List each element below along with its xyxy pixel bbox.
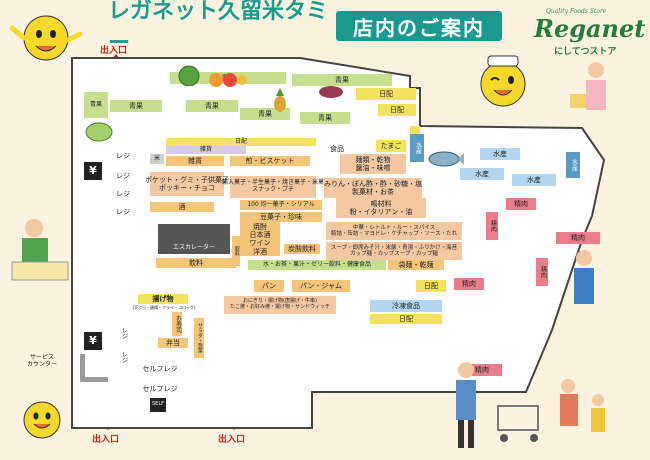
seafood-shelf-mid: 水産 — [460, 168, 504, 180]
fruit-illustration — [209, 73, 247, 87]
wine-shelf: ワイン — [240, 238, 280, 248]
bean-snacks-shelf: 豆菓子・珍味 — [240, 212, 322, 222]
sweet-potato-illustration — [319, 86, 343, 98]
fried-food-note: (天ぷら・唐揚・フライ・コロッケ) — [132, 304, 196, 310]
baking-shelf: 鳴材料 粉・イタリアン・油 — [336, 198, 426, 218]
sundries-strip: 雑貨 — [166, 146, 246, 154]
checkout-lane-4: レジ — [116, 207, 130, 216]
sushi-shelf: お寿司 — [172, 312, 182, 336]
bread-shelf: パン — [254, 280, 284, 292]
grocery-label: 食品 — [330, 144, 344, 153]
produce-shelf-3: 青果 — [292, 74, 392, 86]
service-counter-label: サービス カウンター — [26, 354, 57, 368]
seafood-shelf-right: 水産 — [566, 152, 580, 178]
produce-shelf-7: 青果 — [300, 112, 350, 124]
seafood-shelf-top: 水産 — [480, 148, 520, 160]
staff-right-illustration — [574, 250, 594, 304]
western-liquor-shelf: 洋酒 — [240, 248, 280, 256]
mascot-illustration — [10, 15, 82, 61]
bento-shelf: 弁当 — [158, 338, 188, 348]
self-checkout-1: セルフレジ — [142, 364, 178, 373]
page-subtitle: 店内のご案内 — [336, 11, 502, 41]
checkout-lane-1: レジ — [116, 151, 130, 160]
logo-name: Reganet — [534, 14, 646, 43]
meat-shelf-4: 精肉 — [536, 258, 548, 286]
dry-noodles-shelf: 袋麺・乾麺 — [388, 260, 444, 270]
beverage-vertical: 飲料 — [232, 236, 240, 266]
produce-shelf-4: 青果 — [110, 100, 162, 112]
meat-shelf-5: 精肉 — [454, 278, 484, 290]
exit-label-bottom-left: 出入口 — [92, 435, 120, 445]
beverage-shelf: 飲料 — [156, 258, 236, 268]
onigiri-shelf: おにぎり・揚げ物(唐揚げ・牛串) たこ焼・お好み焼・揚げ物・サンドウィッチ — [224, 296, 336, 314]
checkout-lane-6: レジ — [120, 351, 128, 363]
seafood-shelf-left: 水産 — [410, 134, 424, 162]
crackers-shelf: 煎・ビスケット — [230, 156, 310, 166]
exit-label-bottom-right: 出入口 — [218, 435, 246, 445]
dairy-low-shelf: 日配 — [370, 314, 442, 324]
produce-shelf-1: 青果 — [84, 92, 108, 118]
noodles-shelf: 麺類・乾物 醤油・味噌 — [340, 154, 406, 174]
seafood-shelf-right-top: 水産 — [512, 174, 556, 186]
checkout-lane-3: レジ — [116, 189, 130, 198]
yen-icon: ¥ — [84, 162, 102, 180]
pineapple-illustration — [274, 88, 286, 112]
soup-shelf: スープ・即席みそ汁・米飯・青湯・ふりかけ・海苔 カップ麺・カップスープ・カップ麺 — [326, 242, 462, 260]
self-badge: SELF — [150, 398, 166, 412]
staff-illustration — [11, 219, 69, 281]
snacks-shelf: 輸入菓子・半生菓子・焼き菓子・米菓 スナック・プチ — [222, 176, 324, 198]
fish-illustration — [428, 151, 464, 167]
checkout-lane-5: レジ — [120, 327, 128, 339]
escalator[interactable]: エスカレーター — [158, 224, 230, 254]
mascot-bottom-left-illustration — [23, 401, 61, 439]
mascot-winking-illustration — [480, 55, 526, 107]
liquor-shelf: 酒 — [150, 202, 214, 212]
dairy-right-shelf: 日配 — [378, 104, 416, 116]
rice-shelf: 米 — [150, 154, 164, 164]
family-illustration — [456, 362, 605, 448]
bread-jam-shelf: パン・ジャム — [292, 280, 350, 292]
dairy-strip: 日配 — [166, 138, 316, 146]
bulk-sweets-shelf: 100 均一菓子・シリアル — [240, 200, 322, 210]
cabbage-illustration — [85, 122, 113, 142]
meat-shelf-1: 精肉 — [506, 198, 536, 210]
service-counter — [80, 354, 108, 382]
sundries-shelf: 雑貨 — [166, 156, 224, 166]
dairy-top-shelf: 日配 — [356, 88, 416, 100]
seasoning-shelf: みりん・ぽん酢・酢・砂糖・塩 製菓材・お茶 — [324, 178, 422, 198]
meat-shelf-3: 精肉 — [556, 232, 600, 244]
watermelon-illustration — [178, 65, 200, 86]
checkout-lane-2: レジ — [116, 171, 130, 180]
soda-shelf: 炭酸飲料 — [284, 244, 320, 254]
yen-icon-bottom: ¥ — [84, 332, 102, 350]
dairy-bottom-shelf: 日配 — [416, 280, 446, 292]
fried-food-shelf: 揚げ物 — [138, 294, 188, 304]
produce-shelf-5: 青果 — [186, 100, 238, 112]
logo-subtitle: にしてつストア — [554, 47, 617, 57]
store-logo: Quality Foods Store Reganet にしてつストア — [530, 8, 645, 60]
exit-label-top: 出入口 — [100, 46, 128, 56]
salad-shelf: サラダ・惣菜 — [194, 318, 204, 358]
shochu-shelf: 焼酎 日本酒 — [240, 222, 280, 240]
chinese-food-shelf: 中華・レトルト・ルー・スパイス 瓶詰・缶詰・マヨドレ・ケチャップ・ソース・たれ — [326, 222, 462, 240]
logo-tagline: Quality Foods Store — [546, 8, 607, 15]
self-checkout-2: セルフレジ — [142, 384, 178, 393]
shopper-illustration — [570, 62, 606, 110]
egg-shelf: たまご — [376, 140, 406, 152]
frozen-food-shelf: 冷凍食品 — [370, 300, 442, 312]
meat-shelf-2: 精肉 — [486, 212, 498, 240]
candy-shelf: ポケット・グミ・子供菓子 ポッキー・チョコ — [145, 172, 229, 196]
water-tea-shelf: 水・お茶・果汁・ゼリー飲料・健康食品 — [248, 260, 386, 270]
